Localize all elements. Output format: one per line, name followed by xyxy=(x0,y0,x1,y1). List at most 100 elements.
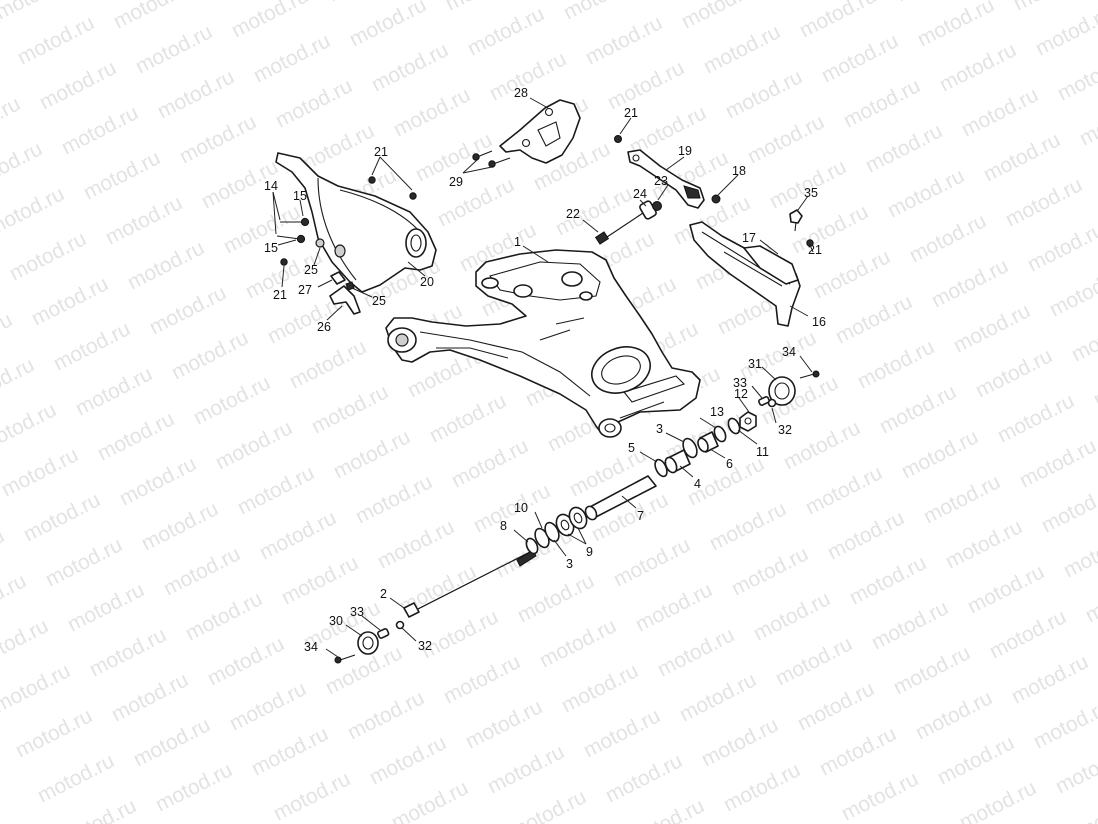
watermark-text: motod.ru xyxy=(1054,47,1098,105)
watermark-text: motod.ru xyxy=(50,317,134,375)
watermark-text: motod.ru xyxy=(0,398,60,456)
callout-24: 24 xyxy=(633,187,647,201)
callout-16: 16 xyxy=(812,315,826,329)
watermark-text: motod.ru xyxy=(0,524,8,582)
watermark-text: motod.ru xyxy=(108,668,192,726)
part-14-bolt-lower xyxy=(276,234,306,244)
watermark-text: motod.ru xyxy=(654,623,738,681)
callout-26: 26 xyxy=(317,320,331,334)
watermark-text: motod.ru xyxy=(204,632,288,690)
watermark-text: motod.ru xyxy=(146,281,230,339)
watermark-text: motod.ru xyxy=(176,110,260,168)
watermark-text: motod.ru xyxy=(934,731,1018,789)
callout-4: 4 xyxy=(694,477,701,491)
watermark-text: motod.ru xyxy=(20,488,104,546)
watermark-text: motod.ru xyxy=(346,0,430,51)
callout-9: 9 xyxy=(586,545,593,559)
watermark-text: motod.ru xyxy=(434,173,518,231)
watermark-text: motod.ru xyxy=(234,461,318,519)
watermark-text: motod.ru xyxy=(744,110,828,168)
watermark-text: motod.ru xyxy=(440,650,524,708)
watermark-text: motod.ru xyxy=(308,380,392,438)
watermark-text: motod.ru xyxy=(818,29,902,87)
watermark-text: motod.ru xyxy=(110,0,194,33)
watermark-text: motod.ru xyxy=(0,92,24,150)
callout-32b: 32 xyxy=(418,639,432,653)
watermark-text: motod.ru xyxy=(1052,740,1098,798)
watermark-text: motod.ru xyxy=(0,182,68,240)
watermark-text: motod.ru xyxy=(80,146,164,204)
watermark-text: motod.ru xyxy=(366,731,450,789)
watermark-text: motod.ru xyxy=(330,425,414,483)
watermark-text: motod.ru xyxy=(728,542,812,600)
watermark-text: motod.ru xyxy=(980,128,1064,186)
part-13-ring xyxy=(713,425,727,443)
watermark-text: motod.ru xyxy=(256,506,340,564)
watermark-text: motod.ru xyxy=(750,587,834,645)
part-1-swingarm xyxy=(385,249,701,438)
watermark-text: motod.ru xyxy=(36,56,120,114)
watermark-text: motod.ru xyxy=(1082,569,1098,627)
watermark-text: motod.ru xyxy=(418,605,502,663)
watermark-text: motod.ru xyxy=(484,740,568,798)
callout-25a: 25 xyxy=(304,263,318,277)
watermark-text: motod.ru xyxy=(212,416,296,474)
watermark-text: motod.ru xyxy=(876,380,960,438)
watermark-text: motod.ru xyxy=(1008,650,1092,708)
callout-25b: 25 xyxy=(372,294,386,308)
watermark-text: motod.ru xyxy=(986,605,1070,663)
watermark-text: motod.ru xyxy=(462,695,546,753)
callout-15a: 15 xyxy=(293,189,307,203)
watermark-text: motod.ru xyxy=(190,371,274,429)
watermark-text: motod.ru xyxy=(972,344,1056,402)
watermark-text: motod.ru xyxy=(632,578,716,636)
watermark-text: motod.ru xyxy=(72,362,156,420)
watermark-text: motod.ru xyxy=(448,434,532,492)
part-4-bearing xyxy=(664,449,691,474)
watermark-text: motod.ru xyxy=(898,425,982,483)
part-6-sleeve xyxy=(697,431,719,453)
watermark-text: motod.ru xyxy=(42,533,126,591)
watermark-text: motod.ru xyxy=(138,497,222,555)
watermark-text: motod.ru xyxy=(0,659,74,717)
watermark-text: motod.ru xyxy=(58,101,142,159)
watermark-text: motod.ru xyxy=(0,614,52,672)
watermark-text: motod.ru xyxy=(700,20,784,78)
watermark-text: motod.ru xyxy=(1032,2,1098,60)
callout-20: 20 xyxy=(420,275,434,289)
callout-labels: 1 2 3 3 4 5 6 7 8 9 10 11 12 13 14 15 15… xyxy=(264,86,826,654)
watermark-text: motod.ru xyxy=(906,209,990,267)
callout-34b: 34 xyxy=(304,640,318,654)
watermark-text: motod.ru xyxy=(676,668,760,726)
part-26-bracket xyxy=(329,285,361,315)
watermark-text: motod.ru xyxy=(388,776,472,824)
callout-3a: 3 xyxy=(656,422,663,436)
watermark-text: motod.ru xyxy=(28,272,112,330)
part-14-bolt-upper xyxy=(280,217,310,227)
watermark-text: motod.ru xyxy=(552,182,636,240)
watermark-text: motod.ru xyxy=(722,65,806,123)
watermark-text: motod.ru xyxy=(514,569,598,627)
watermark-text: motod.ru xyxy=(486,47,570,105)
watermark-text: motod.ru xyxy=(182,587,266,645)
watermark-text: motod.ru xyxy=(846,551,930,609)
watermark-text: motod.ru xyxy=(0,0,76,24)
watermark-text: motod.ru xyxy=(0,443,82,501)
watermark-text: motod.ru xyxy=(624,794,708,824)
watermark-text: motod.ru xyxy=(838,767,922,824)
watermark-text: motod.ru xyxy=(0,569,30,627)
watermark-text: motod.ru xyxy=(272,74,356,132)
watermark-text: motod.ru xyxy=(1010,0,1094,15)
watermark-text: motod.ru xyxy=(6,227,90,285)
watermark-text: motod.ru xyxy=(824,506,908,564)
callout-28: 28 xyxy=(514,86,528,100)
watermark-text: motod.ru xyxy=(780,416,864,474)
part-27-clip xyxy=(330,271,346,285)
watermark-text: motod.ru xyxy=(602,749,686,807)
watermark-text: motod.ru xyxy=(0,137,46,195)
watermark-text: motod.ru xyxy=(34,749,118,807)
callout-30: 30 xyxy=(329,614,343,628)
callout-5: 5 xyxy=(628,441,635,455)
callout-34a: 34 xyxy=(782,345,796,359)
watermark-text: motod.ru xyxy=(912,686,996,744)
